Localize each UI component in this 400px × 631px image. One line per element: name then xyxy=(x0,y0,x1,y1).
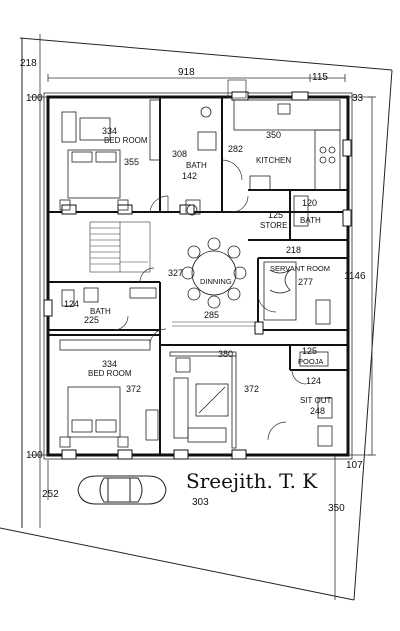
dim-top-left: 218 xyxy=(20,58,37,69)
kitchen-width: 350 xyxy=(266,130,281,140)
living-height: 372 xyxy=(244,384,259,394)
dim-right-top: 33 xyxy=(352,93,364,104)
servant-room-width: 218 xyxy=(286,245,301,255)
dinning-width: 327 xyxy=(168,268,183,278)
servant-room-height: 277 xyxy=(298,277,313,287)
dim-top-width: 918 xyxy=(178,67,195,78)
dim-right-height: 1146 xyxy=(344,271,366,282)
bed-room-2-width: 334 xyxy=(102,359,117,369)
car-icon xyxy=(77,475,167,505)
bath-1-name: BATH xyxy=(186,161,207,170)
site-boundary xyxy=(0,37,393,601)
bath-1-width: 308 xyxy=(172,149,187,159)
dim-left-bottom: 100 xyxy=(26,450,43,461)
living-width: 380 xyxy=(218,349,233,359)
bed-1 xyxy=(67,149,121,199)
sit-out-width: 124 xyxy=(306,376,321,386)
bath-3-name: BATH xyxy=(90,307,111,316)
bed-room-1-width: 334 xyxy=(102,126,117,136)
kitchen-name: KITCHEN xyxy=(256,156,291,165)
outer-dimension-labels: 218 918 115 100 33 1146 100 107 252 303 … xyxy=(20,58,366,514)
bed-room-1-name: BED ROOM xyxy=(104,136,148,145)
dimension-lines xyxy=(30,34,376,600)
bath-1-height: 142 xyxy=(182,171,197,181)
staircase xyxy=(89,221,258,327)
outer-walls xyxy=(43,92,353,460)
furniture xyxy=(59,99,341,449)
store-width: 125 xyxy=(268,210,283,220)
store-name: STORE xyxy=(260,221,287,230)
bed-room-1-height: 355 xyxy=(124,157,139,167)
bath-2-width: 120 xyxy=(302,198,317,208)
sit-out-height: 248 xyxy=(310,406,325,416)
bath-2-name: BATH xyxy=(300,216,321,225)
pooja-width: 125 xyxy=(302,346,317,356)
kitchen-height: 282 xyxy=(228,144,243,154)
signature: Sreejith. T. K xyxy=(186,469,318,493)
servant-room-name: SERVANT ROOM xyxy=(270,264,330,273)
dim-bottom-mid: 303 xyxy=(192,497,209,508)
dinning-height: 285 xyxy=(204,310,219,320)
bed-room-2-height: 372 xyxy=(126,384,141,394)
sit-out-name: SIT OUT xyxy=(300,396,332,405)
dim-top-right-gap: 115 xyxy=(312,72,328,83)
servant-bed xyxy=(263,261,297,321)
dinning-name: DINNING xyxy=(200,277,232,286)
bath-3-width: 124 xyxy=(64,299,79,309)
living-sofa xyxy=(173,377,189,439)
room-labels: 334 BED ROOM 355 308 BATH 142 350 282 KI… xyxy=(64,126,332,416)
bed-2 xyxy=(67,386,121,438)
bed-room-2-name: BED ROOM xyxy=(88,369,132,378)
bath-3-height: 225 xyxy=(84,315,99,325)
pooja-name: POOJA xyxy=(298,357,323,366)
dim-left-top: 100 xyxy=(26,93,43,104)
dim-bottom-left: 252 xyxy=(42,489,59,500)
dim-right-bottom: 107 xyxy=(346,460,363,471)
dim-bottom-right: 350 xyxy=(328,503,345,514)
